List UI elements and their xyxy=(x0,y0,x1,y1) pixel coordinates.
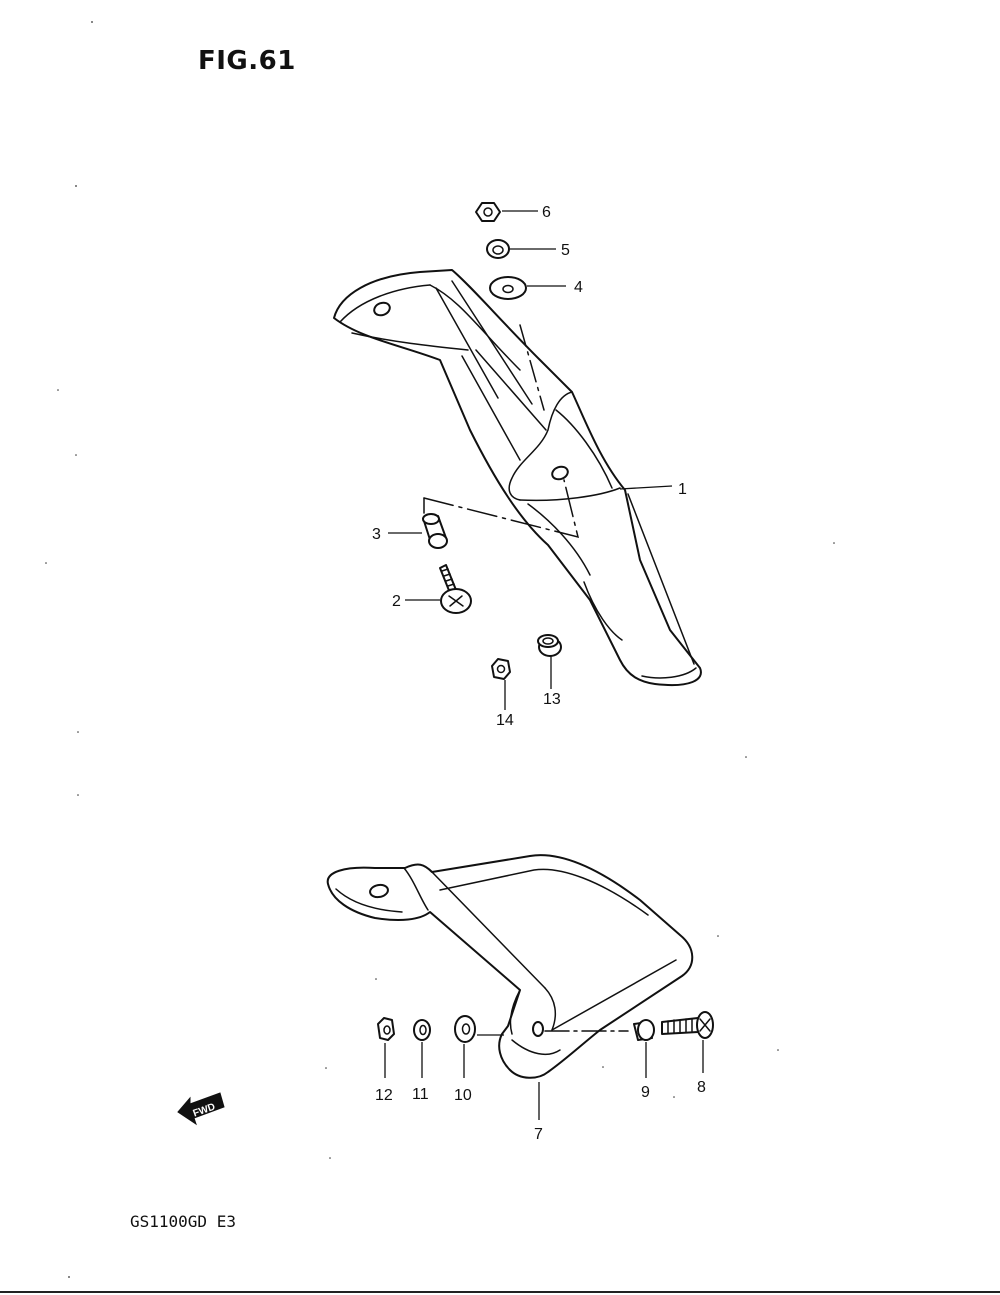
spacer-3 xyxy=(422,513,448,549)
nut-6 xyxy=(475,202,501,222)
callout-2: 2 xyxy=(392,593,401,610)
page-bottom-rule xyxy=(0,1291,1000,1293)
callout-8: 8 xyxy=(697,1079,706,1096)
spring-washer-11 xyxy=(413,1019,431,1041)
washer-10 xyxy=(454,1015,476,1043)
callout-6: 6 xyxy=(542,204,551,221)
callout-10: 10 xyxy=(454,1087,472,1104)
callout-12: 12 xyxy=(375,1087,393,1104)
callout-3: 3 xyxy=(372,526,381,543)
upper-bracket xyxy=(333,269,702,686)
washer-4 xyxy=(489,276,527,300)
screw-8 xyxy=(661,1011,714,1039)
callout-14: 14 xyxy=(496,712,514,729)
callout-4: 4 xyxy=(574,279,583,296)
nut-12 xyxy=(377,1017,395,1041)
lower-bracket xyxy=(326,854,694,1079)
callout-5: 5 xyxy=(561,242,570,259)
callout-1: 1 xyxy=(678,481,687,498)
callout-11: 11 xyxy=(412,1086,429,1103)
nut-14 xyxy=(491,658,511,680)
mount-hole xyxy=(369,883,389,899)
figure-title: FIG.61 xyxy=(198,46,296,76)
mount-hole xyxy=(532,1021,544,1037)
mount-hole xyxy=(373,301,391,317)
scan-specks xyxy=(45,21,835,1278)
collar-13 xyxy=(537,634,562,657)
callout-9: 9 xyxy=(641,1084,650,1101)
callout-7: 7 xyxy=(534,1126,543,1143)
callout-13: 13 xyxy=(543,691,561,708)
forward-arrow-icon: FWD xyxy=(177,1092,225,1126)
model-code: GS1100GD E3 xyxy=(130,1212,236,1231)
screw-2 xyxy=(439,564,472,614)
mount-hole xyxy=(551,465,569,481)
spring-washer-5 xyxy=(486,239,510,259)
collar-9 xyxy=(633,1019,655,1041)
